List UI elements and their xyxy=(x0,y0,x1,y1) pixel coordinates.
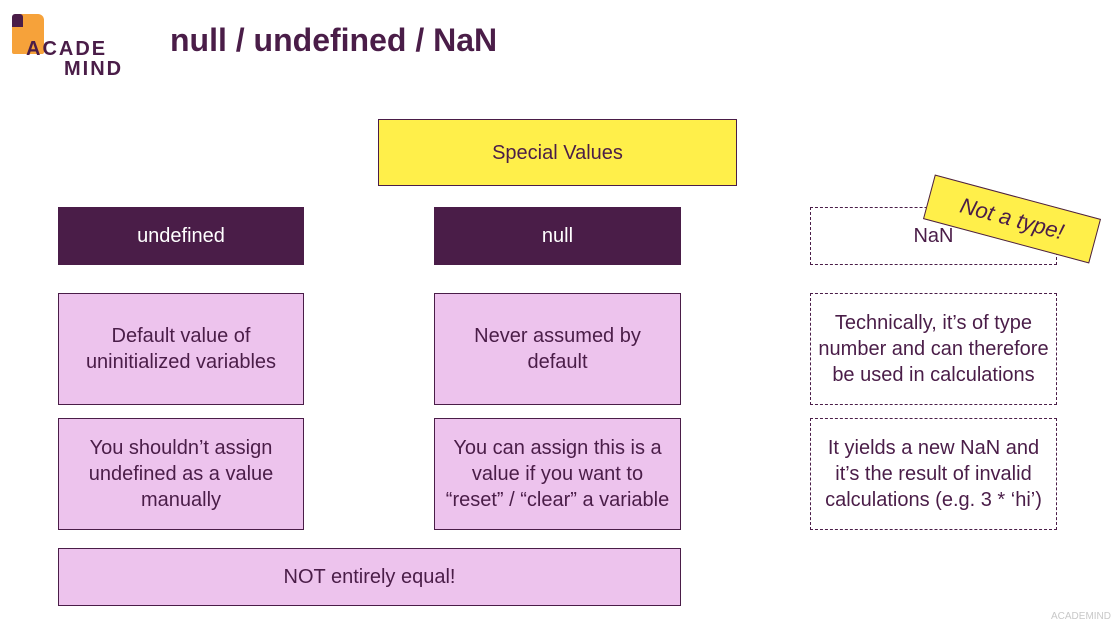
null-assign-box: You can assign this is a value if you wa… xyxy=(434,418,681,530)
academind-logo: ACADE MIND xyxy=(12,12,132,82)
null-default-box: Never assumed by default xyxy=(434,293,681,405)
undefined-header: undefined xyxy=(58,207,304,265)
nan-type-box: Technically, it’s of type number and can… xyxy=(810,293,1057,405)
not-entirely-equal-box: NOT entirely equal! xyxy=(58,548,681,606)
watermark: ACADEMIND xyxy=(1050,611,1111,622)
logo-text-line1: ACADE xyxy=(26,38,108,60)
undefined-default-value-box: Default value of uninitialized variables xyxy=(58,293,304,405)
logo-tab-icon xyxy=(12,14,44,54)
undefined-assign-box: You shouldn’t assign undefined as a valu… xyxy=(58,418,304,530)
special-values-box: Special Values xyxy=(378,119,737,186)
slide-title: null / undefined / NaN xyxy=(170,22,498,58)
logo-text-line2: MIND xyxy=(64,58,124,80)
null-header: null xyxy=(434,207,681,265)
nan-result-box: It yields a new NaN and it’s the result … xyxy=(810,418,1057,530)
